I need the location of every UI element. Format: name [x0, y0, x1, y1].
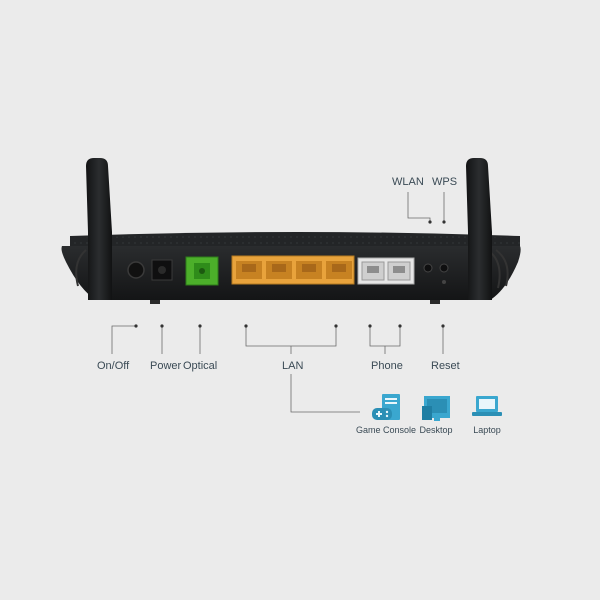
- callout-dots: [134, 220, 446, 328]
- power-jack-port: [151, 259, 173, 281]
- optical-label: Optical: [183, 360, 218, 372]
- phone-ports: [357, 257, 415, 285]
- antenna-left: [86, 158, 112, 300]
- wlan-label: WLAN: [392, 176, 424, 188]
- lan-ports: [231, 255, 355, 285]
- wlan-wps-buttons: [423, 263, 449, 284]
- callout-lines: [111, 192, 445, 413]
- device-label-game-console: Game Console: [356, 425, 417, 435]
- antenna-right: [466, 158, 492, 300]
- laptop-icon: [472, 396, 502, 416]
- power-label: Power: [150, 360, 182, 372]
- wps-label: WPS: [432, 176, 458, 188]
- phone-label: Phone: [371, 360, 403, 372]
- device-label-desktop: Desktop: [419, 425, 453, 435]
- desktop-icon: [422, 396, 450, 421]
- on-off-label: On/Off: [97, 360, 130, 372]
- reset-label: Reset: [431, 360, 460, 372]
- device-label-laptop: Laptop: [473, 425, 501, 435]
- power-switch-port: [127, 261, 145, 279]
- game-console-icon: [372, 394, 400, 420]
- lan-label: LAN: [282, 360, 304, 372]
- optical-port: [185, 256, 219, 286]
